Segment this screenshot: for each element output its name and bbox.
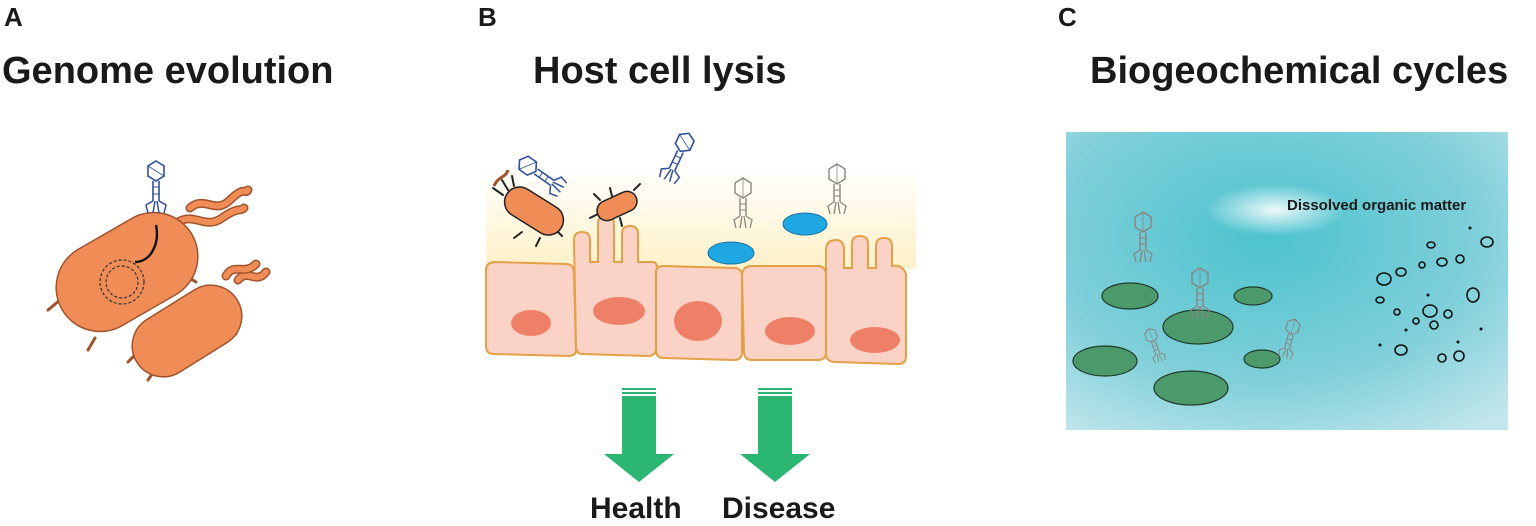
label-disease: Disease [722,492,836,525]
label-dissolved-organic-matter: Dissolved organic matter [1287,197,1467,214]
ocean-illustration [1066,132,1508,430]
panel-letter-b: B [478,2,497,32]
phage-icon [145,160,167,214]
bacteria-genome-illustration [46,185,271,382]
arrow-disease [740,388,810,482]
label-health: Health [590,492,682,525]
panel-title-host-cell-lysis: Host cell lysis [533,50,787,92]
panel-title-biogeochemical-cycles: Biogeochemical cycles [1090,50,1509,92]
panel-title-genome-evolution: Genome evolution [2,50,334,92]
gut-epithelium-illustration [485,168,916,366]
panel-letter-a: A [4,2,23,32]
panel-letter-c: C [1058,2,1077,32]
arrow-health [604,388,674,482]
